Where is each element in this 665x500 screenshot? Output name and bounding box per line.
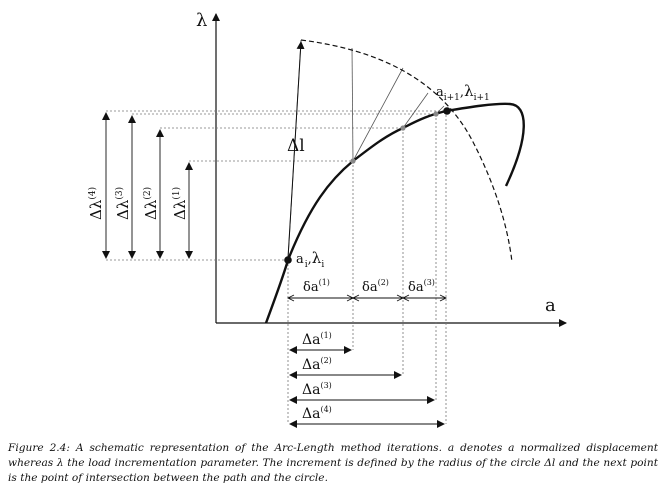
delta-a-dimensions — [289, 346, 445, 428]
y-axis-label: λ — [196, 10, 207, 31]
figure-caption: Figure 2.4: A schematic representation o… — [8, 441, 658, 486]
delta-lambda-label-2: Δλ(2) — [142, 187, 160, 220]
iteration-point-1 — [350, 158, 356, 164]
delta-a-small-dimensions — [286, 294, 448, 302]
delta-l-arrow — [287, 41, 305, 259]
delta-lambda-dimensions — [102, 112, 193, 259]
start-point-label: ai,λi — [296, 249, 324, 270]
figure-caption-label: Figure 2.4: — [8, 442, 70, 454]
delta-a-small-label-1: δa(1) — [303, 278, 330, 295]
delta-a-label-2: Δa(2) — [302, 356, 332, 373]
iteration-point-3 — [433, 111, 439, 117]
end-point-label: ai+1,λi+1 — [436, 82, 490, 103]
iteration-point-2 — [400, 125, 406, 131]
figure-caption-text: A schematic representation of the Arc-Le… — [8, 442, 659, 484]
delta-a-label-1: Δa(1) — [302, 331, 332, 348]
arc-circle — [300, 39, 513, 263]
arc-label: Δl — [287, 136, 305, 156]
delta-lambda-label-1: Δλ(1) — [171, 187, 189, 220]
horizontal-leaders — [106, 110, 450, 261]
delta-lambda-label-4: Δλ(4) — [87, 187, 105, 220]
delta-a-label-4: Δa(4) — [302, 405, 332, 422]
vertical-leaders — [287, 111, 447, 424]
start-point-marker — [284, 256, 292, 264]
end-point-marker — [443, 107, 451, 115]
x-axis-label: a — [545, 295, 556, 316]
delta-a-small-label-2: δa(2) — [362, 278, 389, 295]
delta-lambda-label-3: Δλ(3) — [114, 187, 132, 220]
delta-a-small-label-3: δa(3) — [408, 278, 435, 295]
delta-a-label-3: Δa(3) — [302, 381, 332, 398]
arc-length-diagram: λ a Δl ai,λi ai+1,λi+1 — [87, 10, 567, 428]
